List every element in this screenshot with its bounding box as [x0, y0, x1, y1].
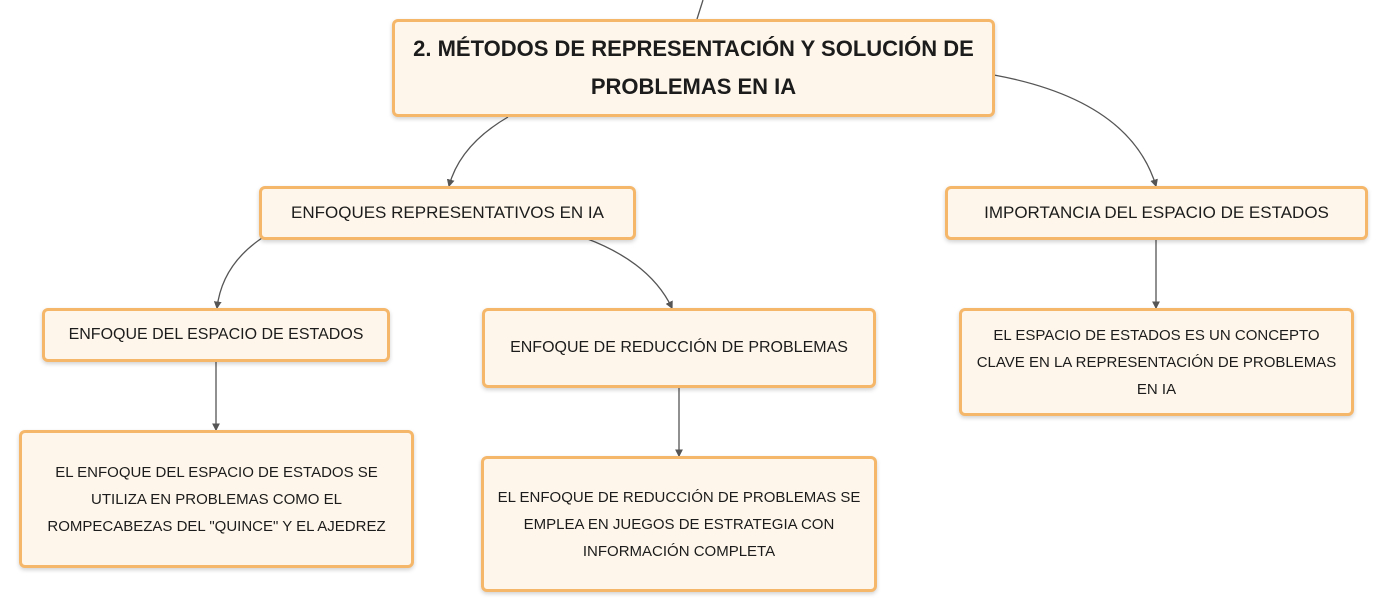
subtopic-espacio-label: ENFOQUE DEL ESPACIO DE ESTADOS [68, 326, 364, 343]
detail-espacio-text: EL ENFOQUE DEL ESPACIO DE ESTADOS SE UTI… [47, 463, 386, 535]
topic-importancia-label: IMPORTANCIA DEL ESPACIO DE ESTADOS [984, 203, 1329, 222]
detail-importancia-espacio-estados[interactable]: EL ESPACIO DE ESTADOS ES UN CONCEPTO CLA… [959, 308, 1354, 416]
connector-root-to-enfoques [446, 116, 509, 188]
connector-incoming-root [696, 0, 704, 20]
subtopic-enfoque-espacio-estados[interactable]: ENFOQUE DEL ESPACIO DE ESTADOS [42, 308, 390, 362]
topic-enfoques-representativos[interactable]: ENFOQUES REPRESENTATIVOS EN IA [259, 186, 636, 240]
subtopic-reduccion-label: ENFOQUE DE REDUCCIÓN DE PROBLEMAS [510, 339, 848, 356]
connector-enfoques-to-reduccion [584, 237, 673, 310]
subtopic-enfoque-reduccion-problemas[interactable]: ENFOQUE DE REDUCCIÓN DE PROBLEMAS [482, 308, 876, 388]
root-topic-node[interactable]: 2. MÉTODOS DE REPRESENTACIÓN Y SOLUCIÓN … [392, 19, 995, 117]
topic-importancia-espacio-estados[interactable]: IMPORTANCIA DEL ESPACIO DE ESTADOS [945, 186, 1368, 240]
detail-enfoque-reduccion-problemas[interactable]: EL ENFOQUE DE REDUCCIÓN DE PROBLEMAS SE … [481, 456, 877, 592]
topic-enfoques-label: ENFOQUES REPRESENTATIVOS EN IA [291, 203, 604, 222]
detail-enfoque-espacio-estados[interactable]: EL ENFOQUE DEL ESPACIO DE ESTADOS SE UTI… [19, 430, 414, 568]
root-topic-title: 2. MÉTODOS DE REPRESENTACIÓN Y SOLUCIÓN … [413, 36, 974, 99]
connector-root-to-importancia [993, 74, 1158, 188]
detail-importancia-text: EL ESPACIO DE ESTADOS ES UN CONCEPTO CLA… [976, 326, 1337, 398]
connector-enfoques-to-espacio [213, 237, 263, 310]
detail-reduccion-text: EL ENFOQUE DE REDUCCIÓN DE PROBLEMAS SE … [497, 488, 861, 560]
